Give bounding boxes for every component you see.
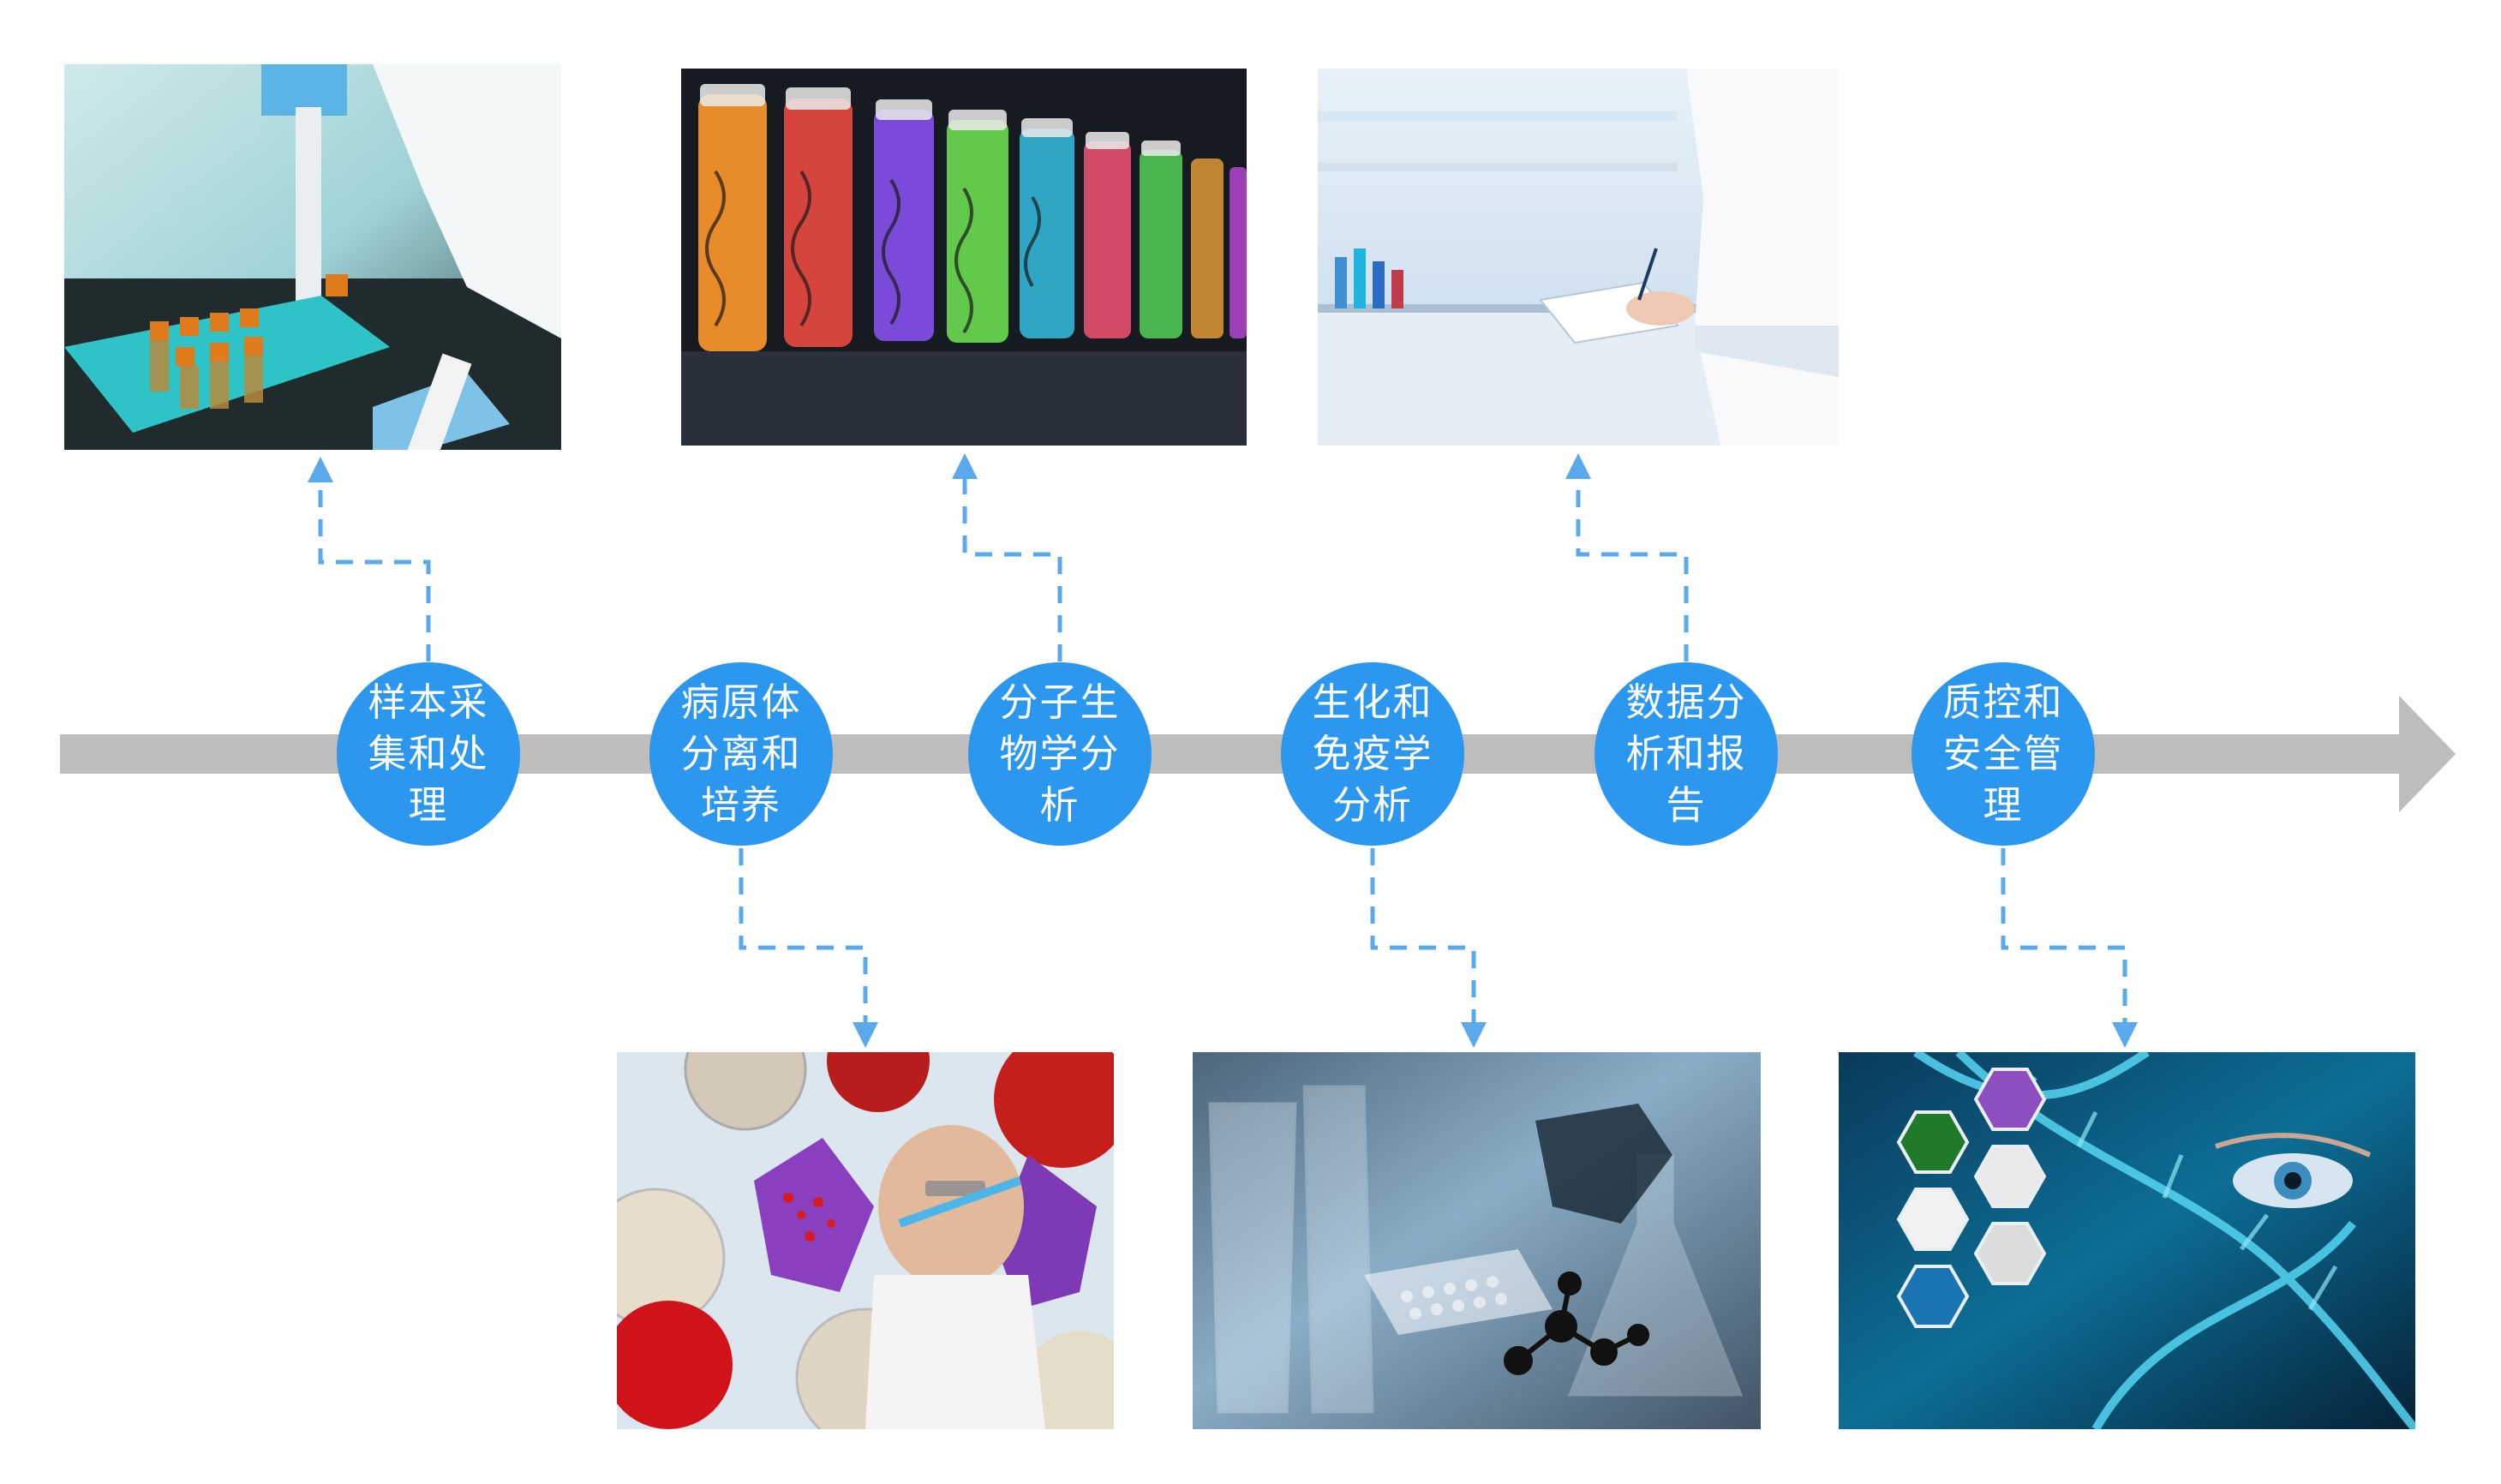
step-node-6: 质控和安全管理 xyxy=(1912,662,2095,846)
connector-step-1 xyxy=(308,457,431,661)
step-label-2: 病原体分离和培养 xyxy=(680,679,802,828)
connector-step-3 xyxy=(952,453,1062,661)
connector-step-4 xyxy=(1370,848,1487,1048)
pipette-sample-tubes-photo xyxy=(64,64,561,450)
dna-helix-eye-hexagons-photo xyxy=(1839,1052,2415,1429)
step-label-3: 分子生物学分析 xyxy=(999,679,1121,828)
step-node-2: 病原体分离和培养 xyxy=(649,662,833,846)
step-label-1: 样本采集和处理 xyxy=(368,679,489,828)
scientist-writing-report-photo xyxy=(1318,69,1839,446)
connector-step-2 xyxy=(739,848,878,1048)
step-node-4: 生化和免疫学分析 xyxy=(1281,662,1464,846)
connector-step-6 xyxy=(2001,848,2138,1048)
lab-glassware-well-plate-photo xyxy=(1193,1052,1761,1429)
petri-dish-culture-photo xyxy=(617,1052,1114,1429)
dna-test-tubes-photo xyxy=(681,69,1247,446)
step-node-1: 样本采集和处理 xyxy=(337,662,520,846)
step-label-5: 数据分析和报告 xyxy=(1625,679,1747,828)
step-node-3: 分子生物学分析 xyxy=(968,662,1152,846)
step-label-6: 质控和安全管理 xyxy=(1942,679,2064,828)
step-label-4: 生化和免疫学分析 xyxy=(1312,679,1433,828)
connector-step-5 xyxy=(1565,453,1689,661)
step-node-5: 数据分析和报告 xyxy=(1595,662,1778,846)
